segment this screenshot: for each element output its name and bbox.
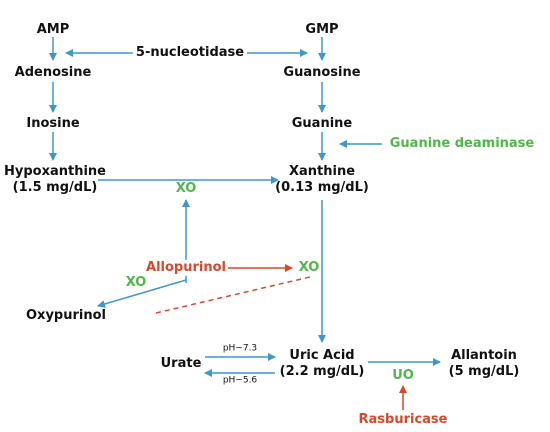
node-allantoin: Allantoin (5 mg/dL) xyxy=(449,348,520,381)
allantoin-label: Allantoin xyxy=(451,347,517,363)
node-hypoxanthine: Hypoxanthine (1.5 mg/dL) xyxy=(4,164,106,197)
enzyme-xo-top: XO xyxy=(175,180,197,196)
enzyme-xo-left: XO xyxy=(125,274,147,290)
node-urate: Urate xyxy=(160,355,202,371)
uric-acid-label: Uric Acid xyxy=(289,347,355,363)
enzyme-guanine-deaminase: Guanine deaminase xyxy=(389,135,535,151)
node-xanthine: Xanthine (0.13 mg/dL) xyxy=(275,164,369,197)
arrow-xo-to-oxypurinol xyxy=(97,279,187,308)
node-inosine: Inosine xyxy=(26,115,80,131)
enzyme-5-nucleotidase: 5-nucleotidase xyxy=(132,44,248,62)
node-guanine: Guanine xyxy=(291,115,353,131)
ph-reverse-label: pH~5.6 xyxy=(222,375,258,386)
drug-rasburicase: Rasburicase xyxy=(358,411,448,427)
allantoin-level: (5 mg/dL) xyxy=(448,364,520,379)
xanthine-label: Xanthine xyxy=(288,163,356,179)
node-adenosine: Adenosine xyxy=(14,64,92,80)
node-oxypurinol: Oxypurinol xyxy=(26,307,106,323)
node-uric-acid: Uric Acid (2.2 mg/dL) xyxy=(280,348,365,381)
drug-allopurinol: Allopurinol xyxy=(144,259,228,277)
hypoxanthine-level: (1.5 mg/dL) xyxy=(12,180,98,195)
node-gmp: GMP xyxy=(305,21,339,37)
enzyme-uo: UO xyxy=(392,367,414,383)
xanthine-level: (0.13 mg/dL) xyxy=(275,180,369,195)
ph-forward-label: pH~7.3 xyxy=(222,343,258,354)
node-amp: AMP xyxy=(36,21,70,37)
enzyme-xo-right: XO xyxy=(298,259,320,275)
uric-acid-level: (2.2 mg/dL) xyxy=(279,364,365,379)
node-guanosine: Guanosine xyxy=(283,64,361,80)
hypoxanthine-label: Hypoxanthine xyxy=(3,163,107,179)
